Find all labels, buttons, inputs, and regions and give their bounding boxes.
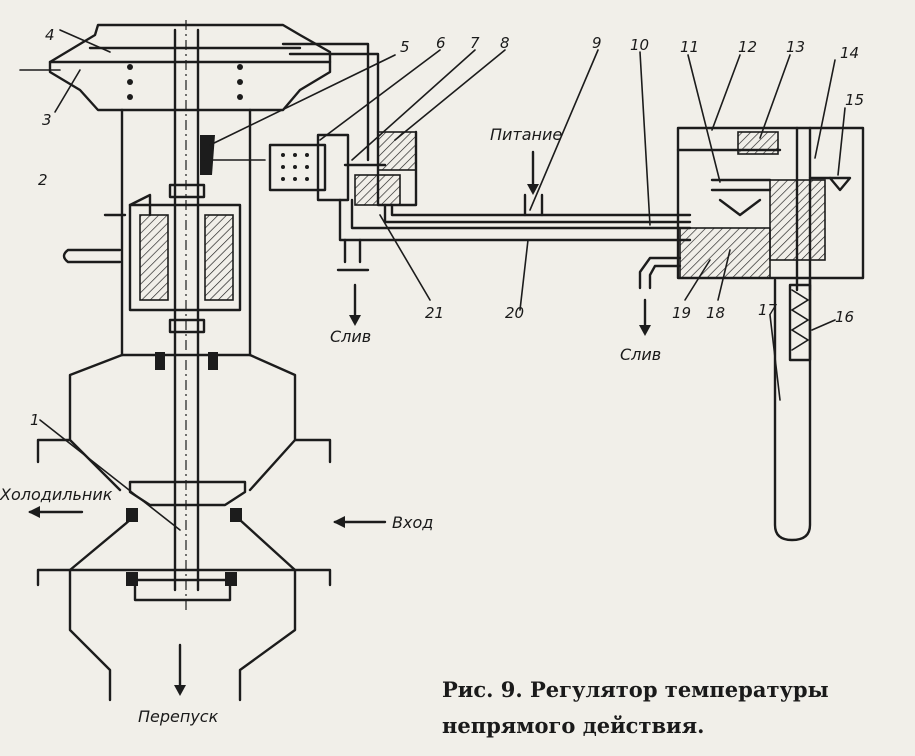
callout-9: 9 [592,34,602,52]
pipe-20 [338,198,692,242]
bellows-coil [790,289,810,351]
callout-16: 16 [835,308,854,326]
diaphragm-housing-top [48,23,332,112]
feed-arrow-head [527,184,539,195]
stem-indicator [200,135,215,175]
valve-assembly [19,20,332,702]
inlet-arrow-head [333,516,345,528]
relay-housing [316,133,350,202]
upper-flanges [36,438,332,464]
nozzle-flapper [718,198,762,217]
seal-right [208,352,218,370]
packing-left [139,214,169,301]
relay-casing [376,130,418,207]
thermo-well [773,278,812,542]
bellows-16 [788,283,812,362]
gland-flange [128,193,152,217]
packing-right [204,214,234,301]
bellows-dots [281,153,309,181]
stem-collar-lower [168,318,206,334]
scale-pointer-15 [828,176,852,192]
caption-line-2: непрямого действия. [442,713,705,738]
signal-pipe [281,42,380,162]
callout-15: 15 [845,91,864,109]
callout-6: 6 [436,34,446,52]
upper-seat-left [126,508,138,522]
callout-2: 2 [38,171,48,189]
drain-pipe-right [638,256,682,290]
callout-21: 21 [425,304,444,322]
flow-arrows [28,506,387,696]
caption-line-1: Рис. 9. Регулятор температуры [442,677,829,702]
stem-collar [168,183,206,199]
seal-left [155,352,165,370]
bypass-label: Перепуск [138,707,219,726]
callout-12: 12 [738,38,757,56]
feed-label: Питание [490,125,562,144]
callout-14: 14 [840,44,859,62]
callout-18: 18 [706,304,725,322]
handle-lever [62,248,122,264]
valve-body-lower [68,518,297,702]
callout-8: 8 [500,34,510,52]
spring-coils [127,64,243,100]
callout-17: 17 [758,301,778,319]
adjust-screw-13 [737,131,779,155]
callout-1: 1 [30,411,40,429]
callout-19: 19 [672,304,691,322]
drain-label-right: Слив [620,345,661,364]
drain-label-left: Слив [330,327,371,346]
callout-11: 11 [680,38,699,56]
callout-4: 4 [45,26,55,44]
bellows-chamber [268,143,327,192]
callout-10: 10 [630,36,649,54]
callout-3: 3 [42,111,52,129]
upper-valve-plug [128,480,247,507]
figure-caption: Рис. 9. Регулятор температуры непрямого … [442,672,902,744]
relay-block [268,42,692,326]
callout-numbers: 4 3 2 1 5 6 7 8 9 10 11 12 13 14 15 16 1… [30,26,864,429]
cooler-label: Холодильник [0,485,113,504]
bypass-arrow-head [174,685,186,696]
packing-box [128,203,242,312]
lower-flanges [36,568,332,587]
lower-seat-left [126,572,138,586]
leader-lines [39,29,846,531]
callout-7: 7 [470,34,480,52]
feed-branch [523,193,544,217]
upper-seat-right [230,508,242,522]
pipe-9 [383,203,692,224]
cooler-arrow-head [28,506,40,518]
callout-5: 5 [400,38,410,56]
callout-13: 13 [786,38,805,56]
lever-11 [710,178,772,192]
valve-body-upper [68,353,297,492]
lower-seat-right [225,572,237,586]
callout-20: 20 [505,304,524,322]
lower-valve-plug [133,578,232,602]
drain-pipe-left [343,238,362,264]
drain-arrow-right-head [639,325,651,336]
sensor-assembly [638,126,865,542]
drain-arrow-left-head [349,315,361,326]
flow-labels: Питание Слив Слив Холодильник Вход Переп… [0,125,661,726]
inlet-label: Вход [392,513,433,532]
